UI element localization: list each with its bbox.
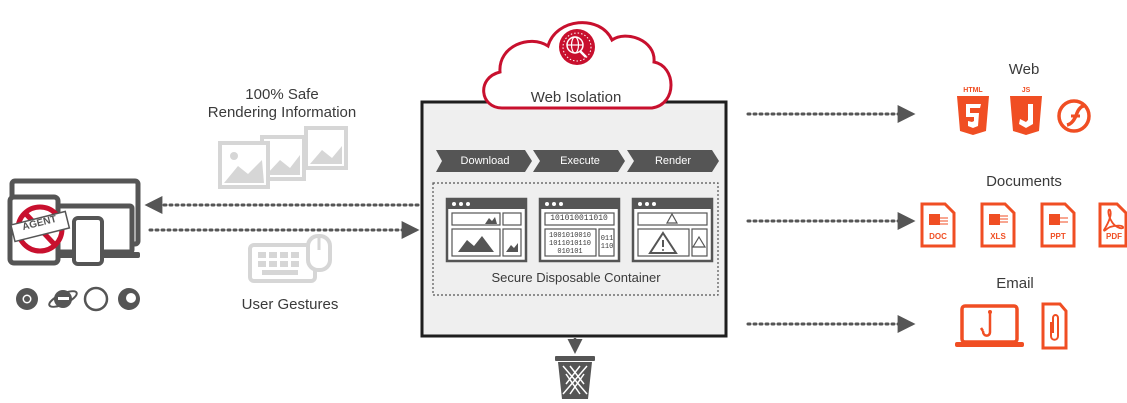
safari-icon <box>83 286 109 312</box>
user-gestures-label: User Gestures <box>241 296 339 313</box>
email-title: Email <box>996 275 1034 292</box>
email-attachment-icon <box>1041 302 1068 350</box>
binary-text-c2: 110 <box>600 243 614 251</box>
binary-text-c1: 011 <box>600 235 614 243</box>
window-render-icon <box>631 197 714 263</box>
chrome-icon <box>16 288 38 310</box>
xls-file-icon <box>980 202 1016 248</box>
phishing-laptop-icon <box>955 304 1024 347</box>
doc-icon-label: DOC <box>929 232 947 241</box>
step-download-chevron <box>436 150 532 172</box>
window-download-icon <box>445 197 528 263</box>
flash-icon <box>1057 99 1091 133</box>
ppt-file-icon <box>1040 202 1076 248</box>
isolation-globe-icon <box>559 29 595 65</box>
step-download-label: Download <box>460 155 510 167</box>
binary-text-b3: 010101 <box>557 248 583 256</box>
trash-icon <box>555 356 595 399</box>
xls-icon-label: XLS <box>990 232 1006 241</box>
internet-explorer-icon <box>48 290 78 308</box>
firefox-icon <box>118 288 140 310</box>
window-execute-icon <box>538 197 621 263</box>
agent-blocked-icon <box>9 204 71 254</box>
step-execute-label: Execute <box>560 155 600 167</box>
html5-icon <box>957 96 989 135</box>
html-icon-label: HTML <box>963 87 983 94</box>
step-render-chevron <box>627 150 719 172</box>
javascript-icon <box>1010 96 1042 135</box>
web-isolation-cloud <box>482 21 673 110</box>
web-title: Web <box>1008 61 1040 78</box>
keyboard-mouse-icon <box>248 234 332 283</box>
container-label: Secure Disposable Container <box>491 270 661 285</box>
ppt-icon-label: PPT <box>1050 232 1066 241</box>
safe-images-icon <box>218 126 348 189</box>
js-icon-label: JS <box>1021 87 1031 94</box>
binary-text-b2: 1011010110 <box>548 240 592 248</box>
web-isolation-label: Web Isolation <box>530 89 622 106</box>
doc-file-icon <box>920 202 956 248</box>
safe-rendering-label-line2: Rendering Information <box>207 104 357 121</box>
step-execute-chevron <box>533 150 625 172</box>
disposable-container <box>432 182 719 296</box>
safe-rendering-label-line1: 100% Safe <box>245 86 319 103</box>
binary-text-b1: 1001010010 <box>548 232 592 240</box>
binary-text-top: 101010011010 <box>550 214 608 223</box>
step-render-label: Render <box>654 155 692 167</box>
documents-title: Documents <box>986 173 1062 190</box>
pdf-icon-label: PDF <box>1106 232 1122 241</box>
pdf-file-icon <box>1098 202 1127 248</box>
